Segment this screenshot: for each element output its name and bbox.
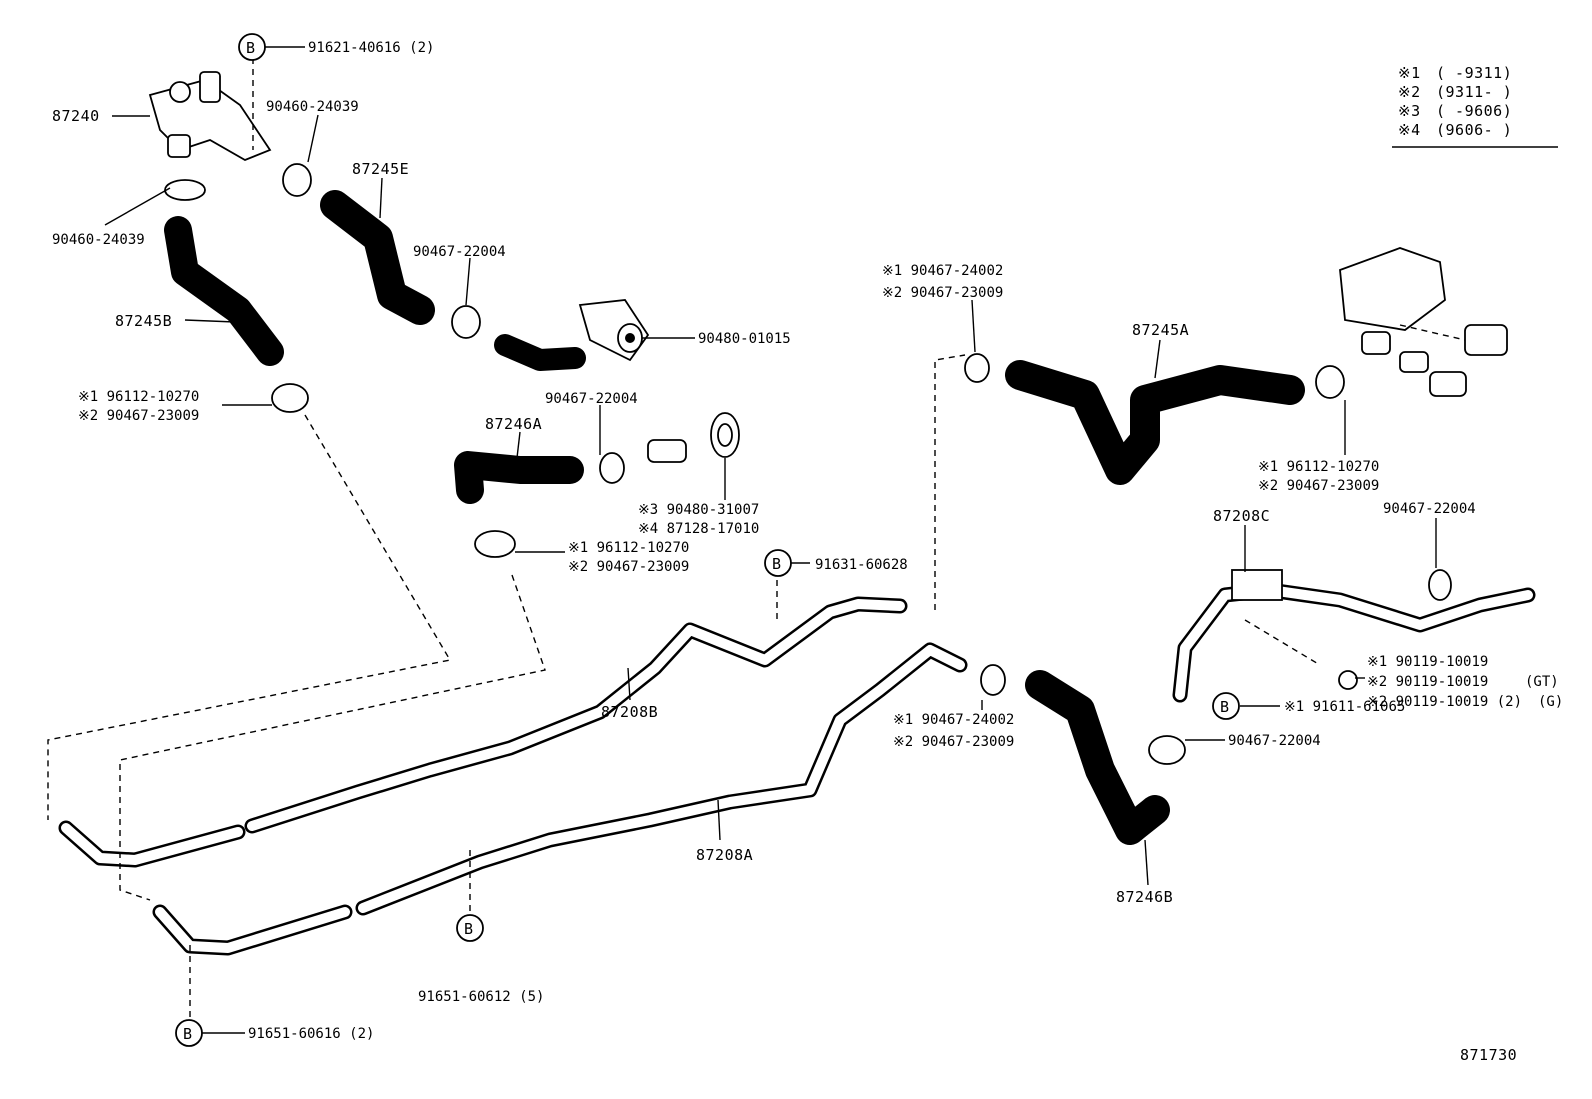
label-90467-24002-center: ※1 90467-24002 (893, 712, 1014, 728)
clamps (164, 163, 1452, 765)
label-91621-40616: 91621-40616 (2) (308, 40, 434, 56)
part-labels: 91621-40616 (2) 87240 90460-24039 87245E… (52, 40, 1563, 1064)
hose-87246a (454, 451, 584, 504)
callout-b-markers: B B B B B (175, 33, 1240, 1047)
label-90467-22004-e: 90467-22004 (413, 244, 506, 260)
label-90119-10019-3: ※2 90119-10019 (2) (1367, 694, 1522, 710)
heater-core-housing (1339, 247, 1508, 397)
pipe-87208c-bracket (1231, 569, 1283, 601)
label-87208c: 87208C (1213, 507, 1270, 525)
clamp-246b (1148, 735, 1186, 765)
label-90467-23009-center: ※2 90467-23009 (893, 734, 1014, 750)
legend-item-2-range: (9311- ) (1436, 83, 1512, 101)
label-91651-60612: 91651-60612 (5) (418, 989, 544, 1005)
label-90467-22004-mid: 90467-22004 (545, 391, 638, 407)
label-87128-17010: ※4 87128-17010 (638, 521, 759, 537)
dashed-guides (47, 58, 1466, 1022)
legend-item-4: ※4 (1398, 121, 1421, 139)
label-90467-22004-208c: 90467-22004 (1383, 501, 1476, 517)
clamp-right (1315, 365, 1345, 399)
callout-b-91611-letter: B (1220, 698, 1230, 716)
label-90467-22004-246b: 90467-22004 (1228, 733, 1321, 749)
label-90467-23009-mid: ※2 90467-23009 (568, 559, 689, 575)
label-90467-24002-top: ※1 90467-24002 (882, 263, 1003, 279)
callout-b-91651-2 (175, 1019, 203, 1047)
hose-87245b (164, 216, 284, 366)
leader-lines (104, 46, 1437, 1034)
legend-item-1: ※1 (1398, 64, 1421, 82)
hose-87245e (320, 190, 435, 325)
label-87245e: 87245E (352, 160, 409, 178)
legend-item-3-range: ( -9606) (1436, 102, 1512, 120)
label-90480-31007: ※3 90480-31007 (638, 502, 759, 518)
label-87245b: 87245B (115, 312, 172, 330)
clamp-208c (1428, 569, 1452, 601)
pipe-87208c (1172, 569, 1536, 703)
hose-connector (494, 334, 586, 371)
label-bolt-gt: (GT) (1525, 674, 1559, 690)
label-91651-60616: 91651-60616 (2) (248, 1026, 374, 1042)
label-87245a: 87245A (1132, 321, 1189, 339)
connector-tube (647, 439, 687, 463)
label-90467-23009-left: ※2 90467-23009 (78, 408, 199, 424)
label-90467-23009-top: ※2 90467-23009 (882, 285, 1003, 301)
legend-item-2: ※2 (1398, 83, 1421, 101)
label-87208b: 87208B (601, 703, 658, 721)
label-87246b: 87246B (1116, 888, 1173, 906)
label-87246a: 87246A (485, 415, 542, 433)
bolt (1338, 670, 1358, 690)
clamp-245b (271, 383, 309, 413)
hose-87245a (1005, 360, 1305, 485)
diagram-id: 871730 (1460, 1046, 1517, 1064)
callout-b-91631-letter: B (772, 555, 782, 573)
clamp-top (282, 163, 312, 197)
clamp-center (980, 664, 1006, 696)
callout-b-91651-5-letter: B (464, 920, 474, 938)
plug-90480-01015 (578, 299, 650, 362)
label-bolt-g: (G) (1538, 694, 1563, 710)
callout-b-top (238, 33, 266, 61)
legend-item-3: ※3 (1398, 102, 1421, 120)
label-91611-61065: ※1 91611-61065 (1284, 699, 1405, 715)
label-87240: 87240 (52, 107, 100, 125)
legend-item-4-range: (9606- ) (1436, 121, 1512, 139)
label-96112-10270-left: ※1 96112-10270 (78, 389, 199, 405)
legend-item-1-range: ( -9311) (1436, 64, 1512, 82)
clamp-246a (474, 530, 516, 558)
clamp-mid (599, 452, 625, 484)
callout-b-91611 (1212, 692, 1240, 720)
label-90467-23009-right: ※2 90467-23009 (1258, 478, 1379, 494)
label-90480-01015: 90480-01015 (698, 331, 791, 347)
callout-b-top-letter: B (246, 39, 256, 57)
label-91631-60628: 91631-60628 (815, 557, 908, 573)
callout-b-91651-5 (456, 914, 484, 942)
label-90119-10019-2: ※2 90119-10019 (1367, 674, 1488, 690)
legend: ※1 ( -9311) ※2 (9311- ) ※3 ( -9606) ※4 (… (1392, 64, 1558, 148)
callout-b-91631 (764, 549, 792, 577)
label-96112-10270-right: ※1 96112-10270 (1258, 459, 1379, 475)
callout-b-91651-2-letter: B (183, 1025, 193, 1043)
label-90460-24039-top: 90460-24039 (266, 99, 359, 115)
clamp-245a (964, 353, 990, 383)
pipe-87208a (152, 642, 968, 956)
valve-87240 (148, 71, 272, 161)
label-96112-10270-mid: ※1 96112-10270 (568, 540, 689, 556)
hose-87246b (1025, 670, 1170, 845)
clamp-left (164, 179, 206, 201)
clamp-e (451, 305, 481, 339)
label-90460-24039-left: 90460-24039 (52, 232, 145, 248)
pipe-87208b (58, 596, 908, 868)
label-87208a: 87208A (696, 846, 753, 864)
grommet (710, 412, 740, 458)
label-90119-10019-1: ※1 90119-10019 (1367, 654, 1488, 670)
